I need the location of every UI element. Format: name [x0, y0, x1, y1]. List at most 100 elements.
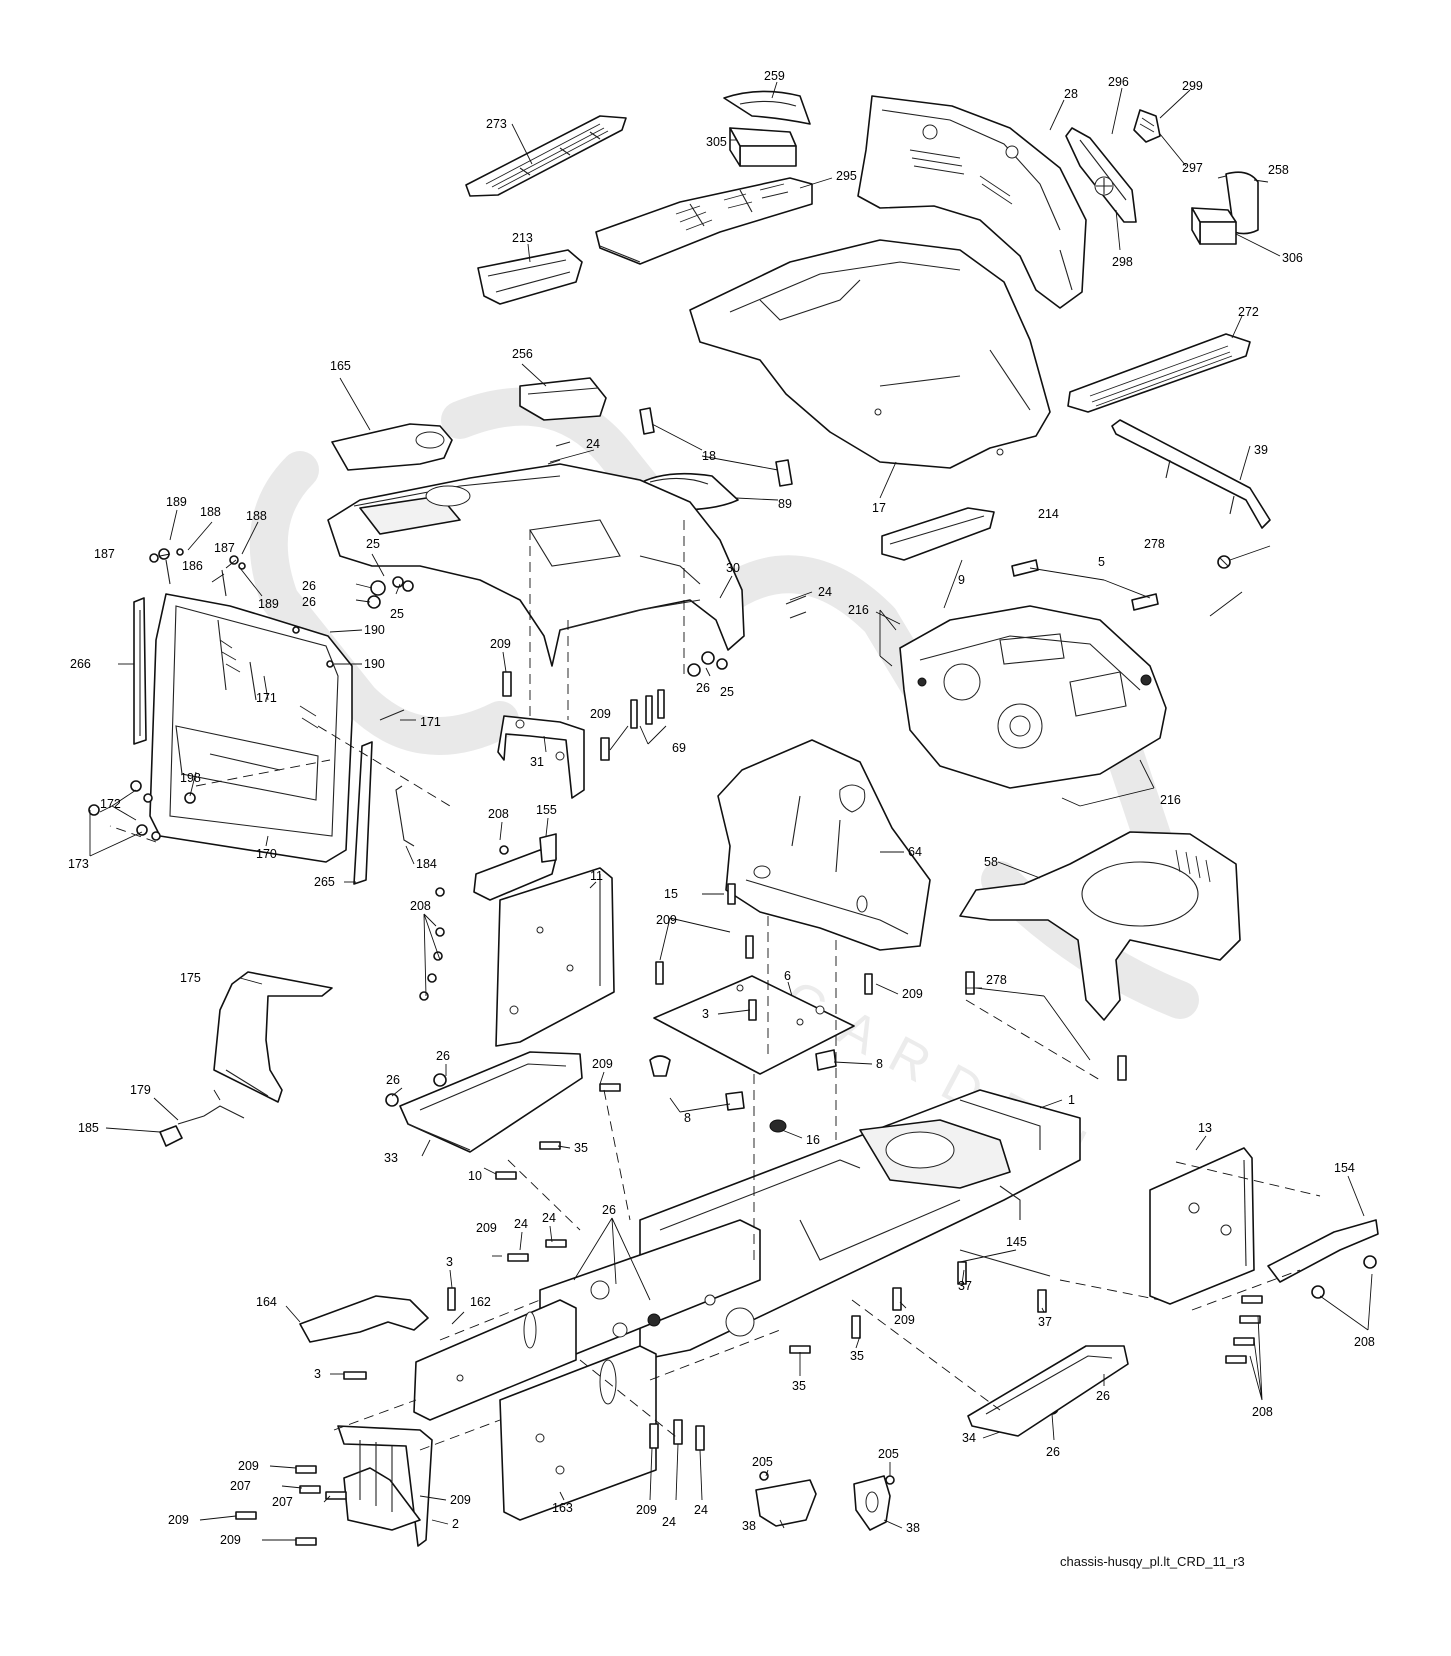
- part-33-foot-tray: [385, 1051, 621, 1180]
- part-273-grille: [465, 115, 627, 197]
- callout-18: 18: [702, 449, 716, 463]
- callout-278-a: 278: [1144, 537, 1165, 551]
- callout-185: 185: [78, 1121, 99, 1135]
- callout-306: 306: [1282, 251, 1303, 265]
- callout-209-b: 209: [590, 707, 611, 721]
- callout-25-b: 25: [390, 607, 404, 621]
- callout-13: 13: [1198, 1121, 1212, 1135]
- part-184-rod: [395, 785, 415, 847]
- callout-295: 295: [836, 169, 857, 183]
- callout-35-a: 35: [574, 1141, 588, 1155]
- callout-64: 64: [908, 845, 922, 859]
- callout-209-a: 209: [490, 637, 511, 651]
- callout-208-a: 208: [488, 807, 509, 821]
- callout-189-a: 189: [166, 495, 187, 509]
- callout-26-d: 26: [436, 1049, 450, 1063]
- part-155-bracket: [435, 833, 557, 901]
- callout-272: 272: [1238, 305, 1259, 319]
- callout-187-b: 187: [214, 541, 235, 555]
- callout-145: 145: [1006, 1235, 1027, 1249]
- callout-35-b: 35: [850, 1349, 864, 1363]
- callout-209-l: 209: [636, 1503, 657, 1517]
- callout-24-f: 24: [694, 1503, 708, 1517]
- callout-26-b: 26: [302, 595, 316, 609]
- callout-188-b: 188: [246, 509, 267, 523]
- part-213-shield: [477, 249, 583, 305]
- callout-184: 184: [416, 857, 437, 871]
- callout-37-a: 37: [958, 1279, 972, 1293]
- part-154-lever: [1267, 1219, 1379, 1299]
- callout-179: 179: [130, 1083, 151, 1097]
- callout-205-a: 205: [752, 1455, 773, 1469]
- callout-24-c: 24: [542, 1211, 556, 1225]
- callout-189-b: 189: [258, 597, 279, 611]
- part-265-strip: [353, 741, 373, 885]
- callout-209-c: 209: [656, 913, 677, 927]
- part-2-front-bracket: [235, 1425, 433, 1547]
- callout-163: 163: [552, 1501, 573, 1515]
- callout-26-c: 26: [696, 681, 710, 695]
- callout-165: 165: [330, 359, 351, 373]
- callout-209-e: 209: [592, 1057, 613, 1071]
- part-58-shroud: [959, 831, 1241, 1021]
- callout-labels: 273 259 305 295 28 296 299 297 258 298 3…: [68, 69, 1375, 1547]
- callout-258: 258: [1268, 163, 1289, 177]
- part-28-dash-housing: [857, 95, 1087, 309]
- diagram-caption: chassis-husqy_pl.lt_CRD_11_r3: [1060, 1554, 1245, 1569]
- callout-209-k: 209: [220, 1533, 241, 1547]
- callout-164: 164: [256, 1295, 277, 1309]
- callout-266: 266: [70, 657, 91, 671]
- part-34-foot-tray: [967, 1345, 1129, 1437]
- callout-69: 69: [672, 741, 686, 755]
- callout-26-f: 26: [602, 1203, 616, 1217]
- callout-175: 175: [180, 971, 201, 985]
- part-5-connectors: [1011, 559, 1159, 611]
- callout-209-d: 209: [902, 987, 923, 1001]
- part-6-plate: [653, 975, 855, 1075]
- callout-26-h: 26: [1046, 1445, 1060, 1459]
- part-163-plate: [499, 1345, 657, 1521]
- callout-162: 162: [470, 1295, 491, 1309]
- part-13-right-plate: [1149, 1147, 1255, 1305]
- callout-26-g: 26: [1096, 1389, 1110, 1403]
- callout-216-a: 216: [848, 603, 869, 617]
- part-162-plate: [413, 1299, 577, 1421]
- callout-172: 172: [100, 797, 121, 811]
- callout-186: 186: [182, 559, 203, 573]
- callout-28: 28: [1064, 87, 1078, 101]
- callout-205-b: 205: [878, 1447, 899, 1461]
- callout-198: 198: [180, 771, 201, 785]
- callout-171-a: 171: [256, 691, 277, 705]
- dashed-assembly-lines: [109, 520, 1321, 1451]
- part-256-cover: [519, 377, 607, 421]
- callout-265: 265: [314, 875, 335, 889]
- callout-8-b: 8: [684, 1111, 691, 1125]
- bolts-mid: [367, 441, 807, 761]
- callout-173: 173: [68, 857, 89, 871]
- callout-37-b: 37: [1038, 1315, 1052, 1329]
- part-306-block: [1191, 207, 1237, 245]
- callout-190-b: 190: [364, 657, 385, 671]
- part-175-shield: [213, 971, 333, 1103]
- callout-155: 155: [536, 803, 557, 817]
- callout-26-e: 26: [386, 1073, 400, 1087]
- callout-209-i: 209: [450, 1493, 471, 1507]
- part-18-tabs: [639, 407, 793, 487]
- callout-11: 11: [590, 869, 603, 883]
- callout-8-a: 8: [876, 1057, 883, 1071]
- callout-1: 1: [1068, 1093, 1075, 1107]
- part-31-bracket: [497, 715, 585, 799]
- part-165-tray: [331, 423, 453, 471]
- part-164-bracket: [299, 1287, 456, 1380]
- part-1-main-frame: [539, 1089, 1081, 1363]
- callout-278-b: 278: [986, 973, 1007, 987]
- callout-208-b: 208: [410, 899, 431, 913]
- callout-30: 30: [726, 561, 740, 575]
- part-39-bracket: [1111, 419, 1271, 529]
- part-145-rod: [959, 1249, 1051, 1277]
- callout-214: 214: [1038, 507, 1059, 521]
- callout-6: 6: [784, 969, 791, 983]
- callout-207-a: 207: [230, 1479, 251, 1493]
- bolts-6: [649, 883, 873, 1133]
